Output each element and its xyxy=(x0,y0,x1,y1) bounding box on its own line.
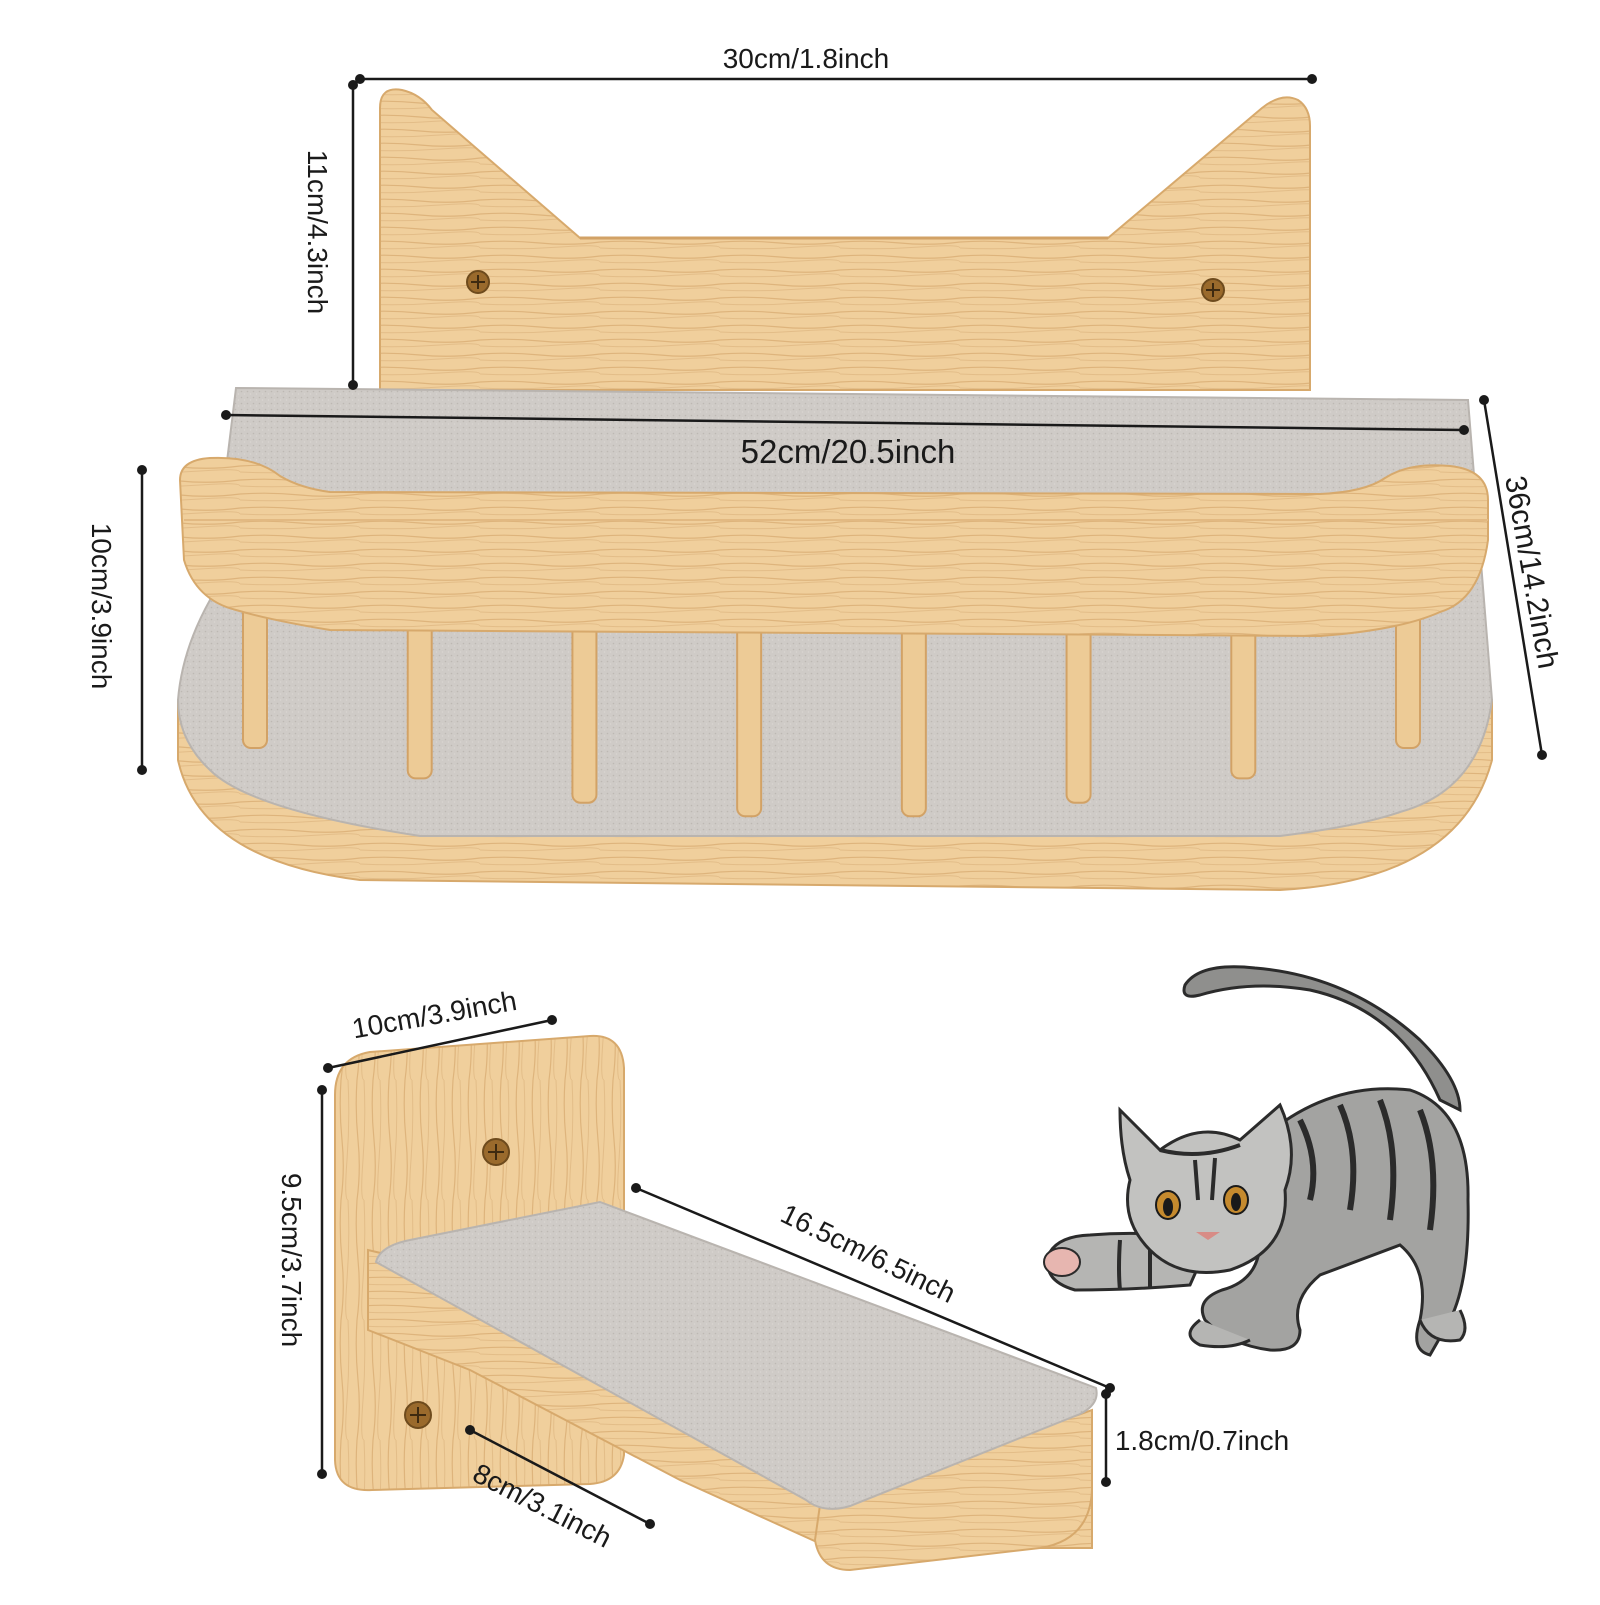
screw-head-icon xyxy=(1201,278,1225,302)
dot-endpoint-icon xyxy=(323,1063,333,1073)
large-platform-height-line xyxy=(137,465,147,775)
railing-posts xyxy=(242,589,1421,818)
step-backboard-height-label: 9.5cm/3.7inch xyxy=(276,1173,307,1347)
step-backboard-width-line xyxy=(323,1015,557,1073)
large-backboard-width-label: 30cm/1.8inch xyxy=(723,43,890,74)
screw-head-icon xyxy=(482,1138,510,1166)
cat-ear-backboard xyxy=(379,88,1311,391)
dot-endpoint-icon xyxy=(317,1085,327,1095)
small-step xyxy=(334,1034,1098,1572)
dot-endpoint-icon xyxy=(1101,1477,1111,1487)
dot-endpoint-icon xyxy=(1101,1389,1111,1399)
step-thickness-line xyxy=(1101,1389,1111,1487)
dot-endpoint-icon xyxy=(348,380,358,390)
railing-post xyxy=(1065,612,1092,804)
large-backboard-width-line xyxy=(355,74,1317,84)
dot-endpoint-icon xyxy=(1459,425,1469,435)
step-backboard-width-label: 10cm/3.9inch xyxy=(350,985,519,1044)
large-platform-depth-line xyxy=(1479,395,1547,760)
large-shelf xyxy=(176,88,1494,892)
dot-endpoint-icon xyxy=(137,465,147,475)
step-backboard-height-line xyxy=(317,1085,327,1479)
dot-endpoint-icon xyxy=(645,1519,655,1529)
dot-endpoint-icon xyxy=(348,80,358,90)
kitten-image xyxy=(1043,965,1470,1357)
railing-post xyxy=(900,618,927,818)
top-rail xyxy=(178,456,1489,638)
dot-endpoint-icon xyxy=(1307,74,1317,84)
large-backboard-height-label: 11cm/4.3inch xyxy=(302,150,333,314)
railing-post xyxy=(571,612,598,804)
dot-endpoint-icon xyxy=(465,1425,475,1435)
large-platform-height-label: 10cm/3.9inch xyxy=(86,523,117,690)
large-platform-depth-label: 36cm/14.2inch xyxy=(1498,473,1564,671)
large-backboard-height-line xyxy=(348,80,358,390)
railing-post xyxy=(736,618,763,818)
dot-endpoint-icon xyxy=(1537,750,1547,760)
dot-endpoint-icon xyxy=(137,765,147,775)
step-thickness-label: 1.8cm/0.7inch xyxy=(1115,1425,1289,1456)
screw-head-icon xyxy=(466,270,490,294)
screw-head-icon xyxy=(404,1401,432,1429)
dot-endpoint-icon xyxy=(631,1183,641,1193)
dot-endpoint-icon xyxy=(547,1015,557,1025)
dot-endpoint-icon xyxy=(317,1469,327,1479)
dot-endpoint-icon xyxy=(221,410,231,420)
step-bracket-length-line xyxy=(465,1425,655,1529)
dot-endpoint-icon xyxy=(1479,395,1489,405)
large-platform-width-line xyxy=(221,410,1469,435)
step-felt-tread xyxy=(374,1200,1098,1510)
large-platform-width-label: 52cm/20.5inch xyxy=(741,433,956,470)
dot-endpoint-icon xyxy=(355,74,365,84)
dimension-lines xyxy=(137,74,1547,1529)
step-front-edge xyxy=(813,1408,1093,1572)
